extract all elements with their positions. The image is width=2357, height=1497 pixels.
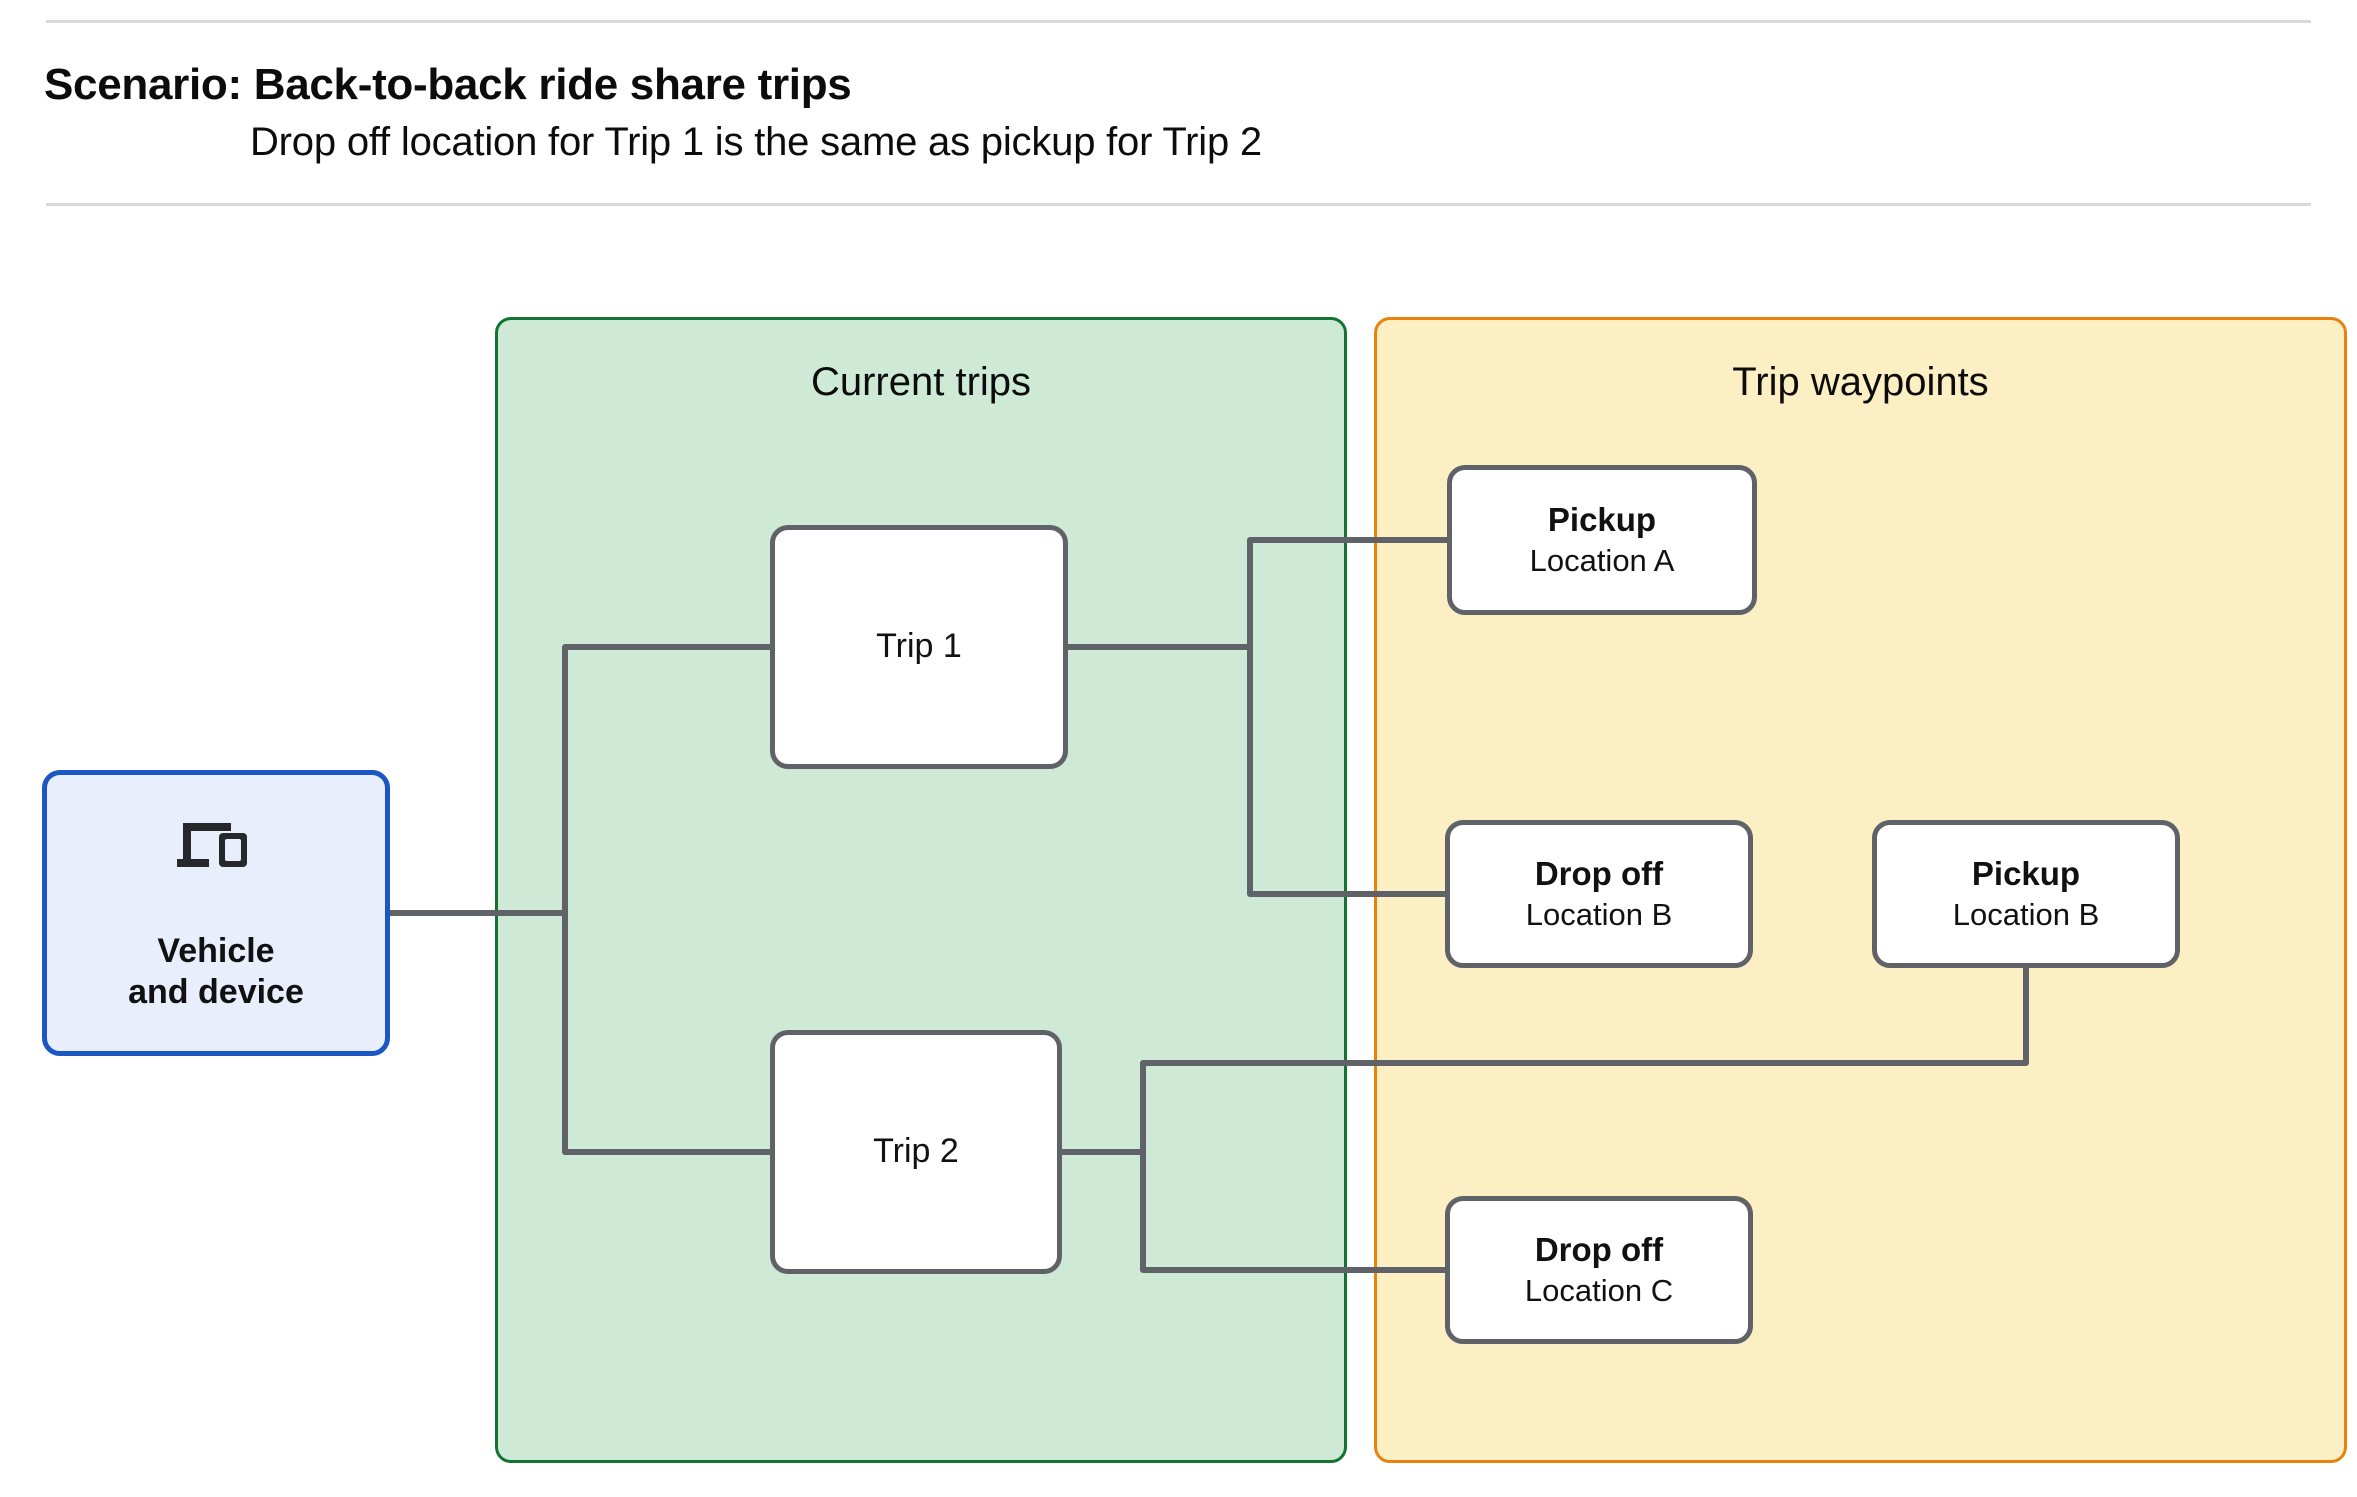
header-divider-top	[46, 20, 2311, 23]
node-waypoint-dropoff-location-b[interactable]: Drop off Location B	[1445, 820, 1753, 968]
node-trip-2-label: Trip 2	[873, 1132, 959, 1171]
panel-current-trips: Current trips	[495, 317, 1347, 1463]
panel-trip-waypoints-title: Trip waypoints	[1732, 360, 1989, 404]
waypoint-location-label: Location B	[1952, 896, 2100, 932]
waypoint-location-label: Location C	[1524, 1272, 1674, 1308]
page-title: Scenario: Back-to-back ride share trips	[44, 60, 852, 109]
waypoint-type-label: Drop off	[1534, 855, 1664, 893]
node-waypoint-pickup-location-b[interactable]: Pickup Location B	[1872, 820, 2180, 968]
node-trip-2[interactable]: Trip 2	[770, 1030, 1062, 1274]
node-waypoint-dropoff-location-c[interactable]: Drop off Location C	[1445, 1196, 1753, 1344]
waypoint-location-label: Location A	[1529, 542, 1675, 578]
node-vehicle-and-device[interactable]: Vehicle and device	[42, 770, 390, 1056]
waypoint-type-label: Pickup	[1971, 855, 2081, 893]
node-waypoint-pickup-location-a[interactable]: Pickup Location A	[1447, 465, 1757, 615]
devices-icon	[177, 823, 247, 867]
header-divider-bottom	[46, 203, 2311, 206]
node-trip-1-label: Trip 1	[876, 627, 962, 666]
vehicle-and-device-label: Vehicle and device	[128, 932, 304, 1012]
page-subtitle: Drop off location for Trip 1 is the same…	[250, 120, 1262, 164]
waypoint-type-label: Pickup	[1547, 501, 1657, 539]
node-trip-1[interactable]: Trip 1	[770, 525, 1068, 769]
waypoint-location-label: Location B	[1525, 896, 1673, 932]
waypoint-type-label: Drop off	[1534, 1231, 1664, 1269]
panel-current-trips-title: Current trips	[810, 360, 1032, 404]
